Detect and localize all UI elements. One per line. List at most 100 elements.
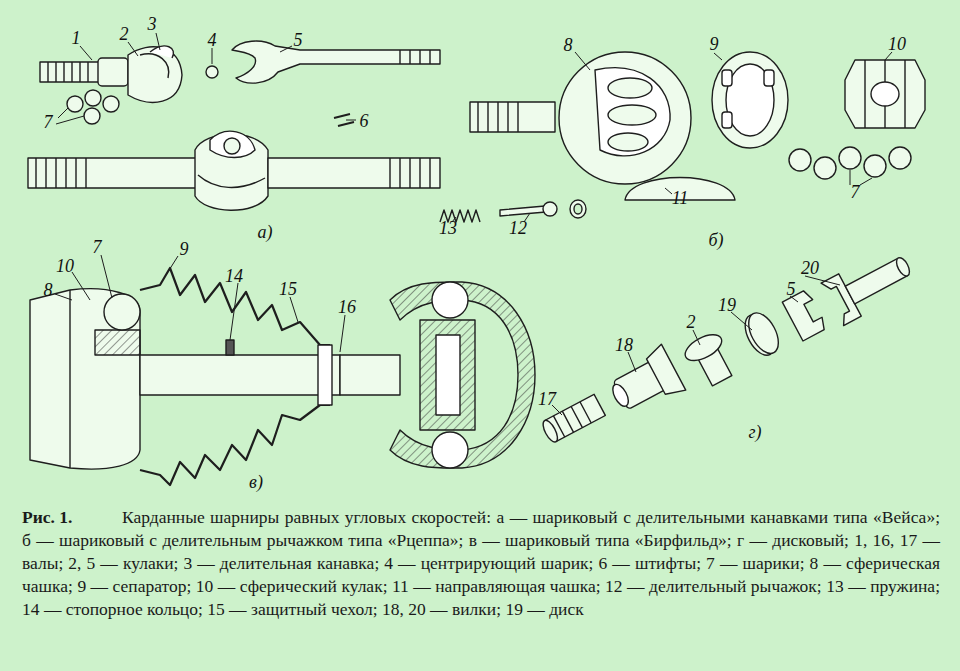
drawing-part [894, 256, 912, 278]
weiss-exploded-part [128, 47, 182, 102]
birfield-section-part [432, 432, 468, 468]
leader-lines-part [156, 33, 160, 50]
leader-lines-part [101, 255, 112, 298]
weiss-exploded-part [232, 41, 440, 83]
rzeppa-exploded-part [726, 64, 774, 136]
birfield-section-part [436, 335, 460, 415]
leader-lines-part [628, 352, 636, 372]
rzeppa-exploded-part [608, 78, 652, 98]
callout-number: 19 [718, 296, 736, 314]
callout-number: 6 [360, 112, 369, 130]
rzeppa-exploded-part [722, 70, 732, 86]
rzeppa-exploded-part [574, 204, 582, 214]
callout-number: 11 [672, 189, 689, 207]
callout-number: 5 [787, 280, 796, 298]
leader-lines-part [290, 297, 298, 322]
birfield-section-part [340, 355, 400, 395]
callout-number: 17 [538, 390, 556, 408]
weiss-assembled-part [390, 158, 430, 188]
weiss-assembled-part [268, 158, 440, 188]
rzeppa-exploded-part [595, 68, 670, 156]
leader-lines-part [346, 120, 356, 121]
weiss-assembled-part [28, 158, 198, 188]
weiss-assembled-part [224, 138, 240, 154]
leader-lines-part [731, 312, 752, 330]
figure-number: Рис. 1. [22, 506, 72, 529]
weiss-assembled-part [210, 131, 255, 157]
leader-lines-part [340, 315, 345, 352]
drawing-part [603, 344, 686, 421]
weiss-exploded-part [206, 66, 218, 78]
rzeppa-exploded-part [722, 112, 732, 128]
leader-lines [55, 33, 892, 415]
weiss-exploded-part [103, 96, 119, 112]
birfield-section-part [420, 320, 475, 430]
callout-number: 14 [225, 267, 243, 285]
subfigure-letter: б) [708, 231, 723, 249]
leader-lines-part [55, 294, 72, 300]
leader-lines-part [665, 188, 672, 194]
drawing-part [743, 308, 785, 358]
callout-number: 9 [180, 240, 189, 258]
rzeppa-exploded-part [559, 52, 691, 184]
birfield-section-part [104, 294, 140, 330]
weiss-assembled [28, 131, 440, 210]
leader-lines-part [128, 42, 138, 56]
weiss-exploded-part [48, 62, 88, 82]
rzeppa-exploded-part [470, 102, 555, 132]
rzeppa-exploded-part [864, 155, 886, 177]
rzeppa-exploded-part [478, 102, 518, 132]
callout-number: 8 [44, 281, 53, 299]
rzeppa-exploded-part [712, 52, 788, 148]
birfield-section-part [318, 345, 332, 405]
callout-number: 12 [509, 219, 527, 237]
rzeppa-exploded-part [871, 82, 899, 106]
leader-lines-part [693, 330, 700, 345]
weiss-exploded-part [140, 54, 169, 78]
callout-number: 2 [120, 25, 129, 43]
rzeppa-exploded-part [845, 60, 925, 128]
leader-lines-part [575, 52, 590, 70]
leader-lines-part [80, 46, 92, 60]
callout-number: 4 [208, 31, 217, 49]
birfield-section-part [140, 405, 330, 485]
callout-number: 15 [279, 280, 297, 298]
callout-number: 7 [851, 183, 860, 201]
leader-lines-part [850, 170, 851, 185]
callout-number: 3 [148, 15, 157, 33]
weiss-exploded-part [150, 46, 173, 58]
weiss-assembled-part [36, 158, 86, 188]
weiss-exploded-part [67, 96, 83, 112]
birfield-section-part [226, 340, 234, 355]
leader-lines-part [212, 48, 213, 64]
rzeppa-exploded-part [500, 206, 546, 216]
callout-number: 13 [439, 219, 457, 237]
rzeppa-exploded [440, 52, 925, 222]
callout-number: 2 [687, 313, 696, 331]
rzeppa-exploded-part [839, 147, 861, 169]
rzeppa-exploded-part [608, 105, 656, 125]
rzeppa-exploded-part [889, 147, 911, 169]
subfigure-letter: а) [258, 223, 273, 241]
rzeppa-exploded-part [543, 202, 557, 216]
birfield-section-part [95, 330, 140, 355]
drawing-part [821, 243, 919, 325]
subfigure-letter: г) [748, 423, 761, 441]
weiss-exploded-part [40, 62, 100, 82]
leader-lines-part [280, 46, 292, 52]
subfigure-letter: в) [249, 473, 263, 491]
weiss-exploded-part [85, 90, 101, 106]
leader-lines-part [56, 116, 84, 124]
drawing-part [681, 329, 739, 390]
birfield-section [30, 268, 535, 485]
drawing-part [681, 329, 726, 365]
rzeppa-exploded-part [608, 133, 648, 151]
callout-number: 7 [44, 113, 53, 131]
drawing-part [610, 382, 632, 409]
drawing-part [739, 308, 784, 360]
callout-number: 7 [93, 238, 102, 256]
birfield-section-part [69, 290, 70, 468]
leader-lines-part [230, 283, 238, 340]
drawing-part [644, 344, 686, 399]
